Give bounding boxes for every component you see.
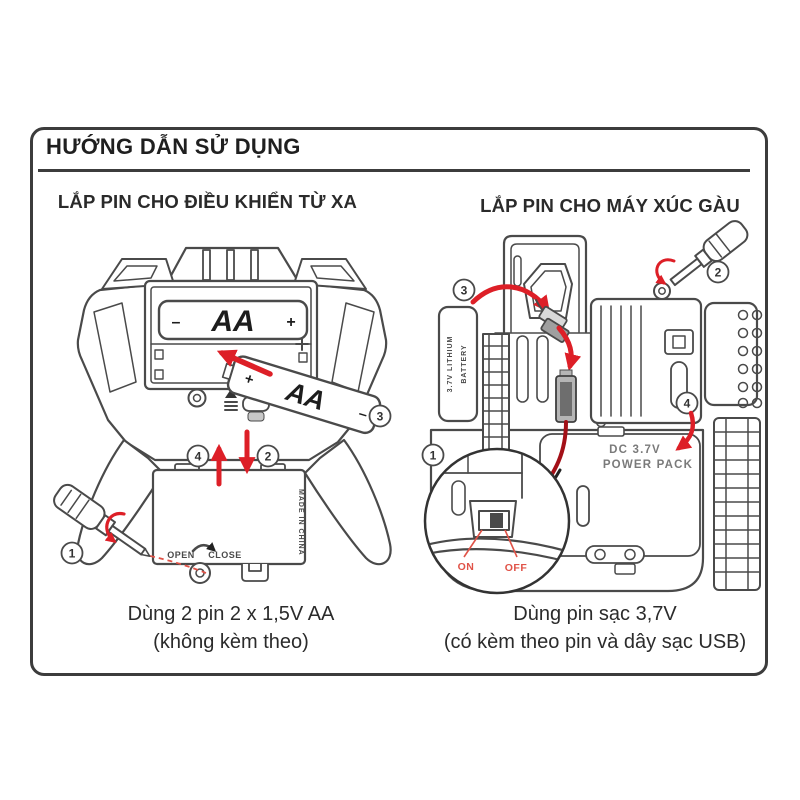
left-caption: Dùng 2 pin 2 x 1,5V AA (không kèm theo) xyxy=(56,601,406,656)
lithium-battery: 3.7V LITHIUM BATTERY xyxy=(437,305,479,423)
svg-text:1: 1 xyxy=(69,547,76,561)
screwdriver-icon-excavator xyxy=(669,220,749,287)
screwdriver-icon-remote xyxy=(53,483,151,558)
gearbox-housing xyxy=(589,297,763,425)
power-pack-line2: POWER PACK xyxy=(603,459,693,471)
right-track xyxy=(713,417,761,591)
chassis-slot xyxy=(576,485,590,527)
svg-text:2: 2 xyxy=(265,450,272,464)
svg-text:4: 4 xyxy=(195,450,202,464)
step-2-badge-excavator: 2 xyxy=(706,260,730,284)
screwdriver-guide-dashes xyxy=(149,555,207,574)
battery-plus-label: + xyxy=(286,314,295,331)
remote-control-diagram: – AA + + xyxy=(53,246,392,584)
svg-text:3: 3 xyxy=(377,410,384,424)
screwdriver-rotate-arrow xyxy=(104,511,126,544)
right-caption-line2: (có kèm theo pin và dây sạc USB) xyxy=(443,630,747,653)
title-underline xyxy=(38,169,750,172)
power-pack-arrow xyxy=(675,410,696,451)
svg-text:2: 2 xyxy=(715,266,722,280)
step-4-badge-excavator: 4 xyxy=(675,391,699,415)
eject-icon xyxy=(224,389,238,411)
insert-direction-arrow xyxy=(216,349,273,377)
power-switch-inset: ON OFF xyxy=(423,447,571,595)
off-label: OFF xyxy=(505,562,528,574)
socket-connector xyxy=(555,369,577,423)
screw-boss-icon xyxy=(187,388,207,408)
open-close-arrow xyxy=(191,542,217,553)
close-label: CLOSE xyxy=(208,550,242,560)
excavator-diagram: DC 3.7V POWER PACK xyxy=(421,220,763,595)
made-in-china-label: MADE IN CHINA xyxy=(297,489,304,556)
right-caption: Dùng pin sạc 3,7V (có kèm theo pin và dâ… xyxy=(425,601,765,656)
step-3-badge-excavator: 3 xyxy=(452,278,476,302)
svg-text:3: 3 xyxy=(461,284,468,298)
cover-screw-icon xyxy=(189,562,211,584)
power-pack-line1: DC 3.7V xyxy=(609,444,661,456)
open-label: OPEN xyxy=(167,550,195,560)
outer-frame xyxy=(30,127,768,676)
on-label: ON xyxy=(458,561,475,573)
step-1-badge-excavator: 1 xyxy=(421,443,445,467)
right-section-heading: LẮP PIN CHO MÁY XÚC GÀU xyxy=(480,195,740,216)
battery-aa-installed: – AA + xyxy=(157,299,309,341)
battery-aa-label: AA xyxy=(210,305,254,338)
excavator-screw-rotate-arrow xyxy=(655,258,676,285)
right-caption-line1: Dùng pin sạc 3,7V xyxy=(513,603,677,625)
lithium-battery-line1: 3.7V LITHIUM xyxy=(447,336,454,393)
step-2-badge-remote: 2 xyxy=(256,444,280,468)
plug-down-arrow xyxy=(556,325,582,371)
svg-text:4: 4 xyxy=(684,397,691,411)
step-4-badge-remote: 4 xyxy=(186,444,210,468)
step-1-badge-remote: 1 xyxy=(60,541,84,565)
left-caption-line2: (không kèm theo) xyxy=(153,630,309,653)
battery-insert-arc-arrow xyxy=(470,284,551,314)
lithium-battery-line2: BATTERY xyxy=(461,344,468,383)
usb-cable xyxy=(426,537,568,554)
left-caption-line1: Dùng 2 pin 2 x 1,5V AA xyxy=(127,603,335,625)
plug-connector xyxy=(535,299,570,343)
svg-text:1: 1 xyxy=(430,449,437,463)
arm-tower xyxy=(494,234,595,403)
step-3-badge-remote: 3 xyxy=(368,404,392,428)
cover-notch xyxy=(241,563,269,582)
battery-minus-label: – xyxy=(172,314,181,331)
excavator-screw-icon xyxy=(653,282,671,300)
page-title: HƯỚNG DẪN SỬ DỤNG xyxy=(46,134,301,159)
left-section-heading: LẮP PIN CHO ĐIỀU KHIỂN TỪ XA xyxy=(57,191,358,212)
battery-cover: MADE IN CHINA OPEN CLOSE xyxy=(151,463,307,582)
